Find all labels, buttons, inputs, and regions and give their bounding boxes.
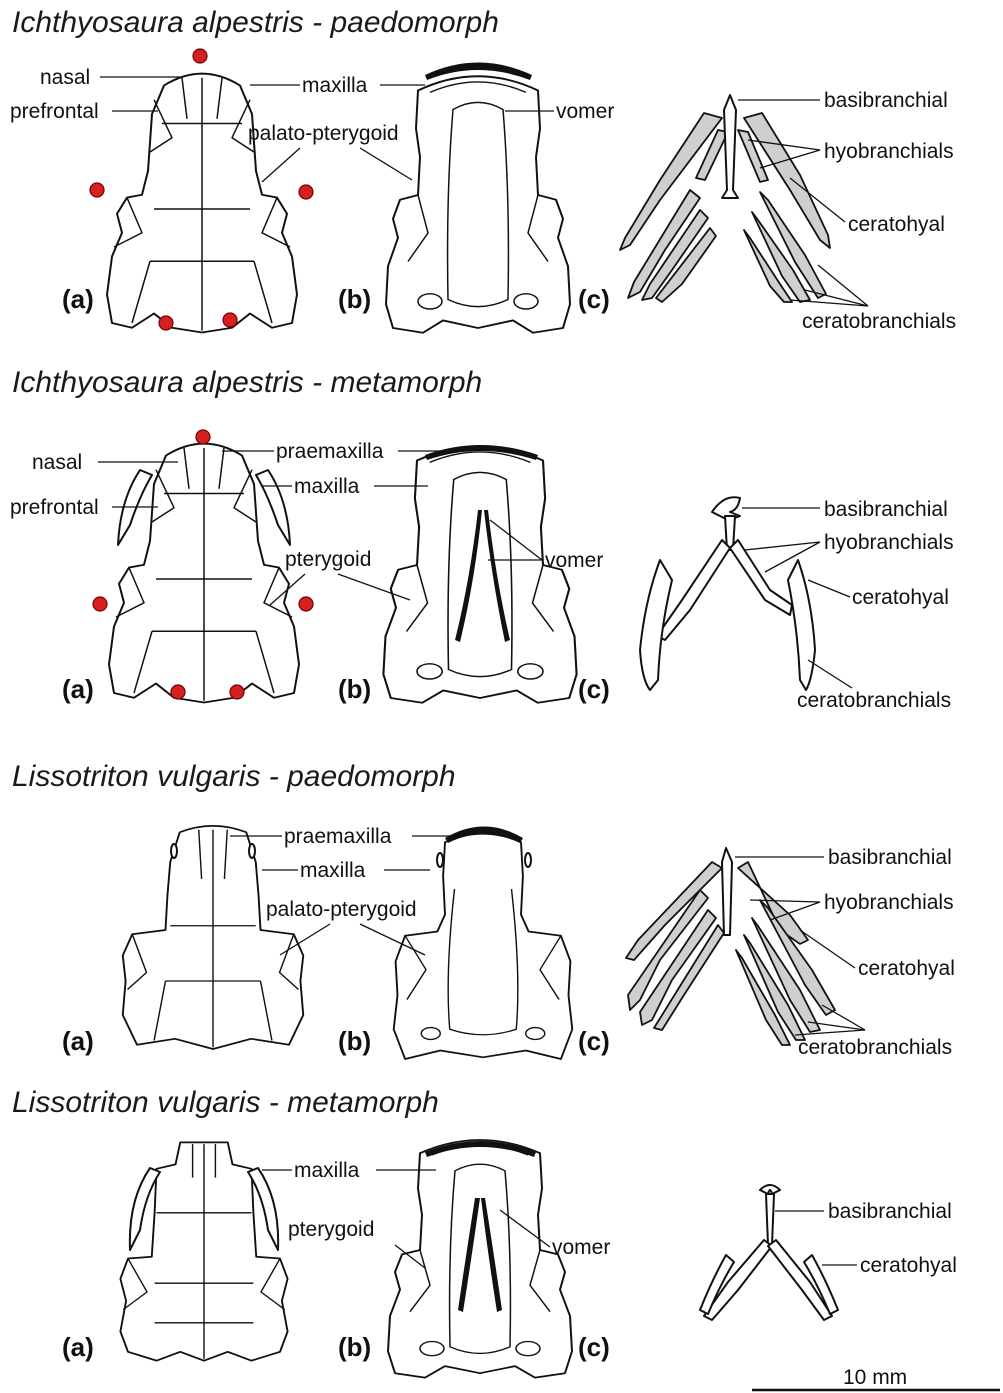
maxilla-bone [437, 853, 443, 867]
label-palato-pterygoid: palato-pterygoid [266, 898, 417, 921]
maxilla-bone [256, 470, 290, 545]
label-ceratohyal: ceratohyal [858, 957, 955, 980]
leader-line [795, 1030, 865, 1035]
panel-label-c: (c) [578, 674, 610, 704]
leader-line [800, 930, 855, 968]
skull-ventral-view [388, 1140, 572, 1378]
panel-label-b: (b) [338, 1332, 371, 1362]
panel-label-a: (a) [62, 284, 94, 314]
label-maxilla: maxilla [302, 74, 368, 97]
label-ceratohyal: ceratohyal [860, 1254, 957, 1277]
label-hyobranchials: hyobranchials [824, 140, 954, 163]
panel-label-b: (b) [338, 284, 371, 314]
leader-line [360, 148, 412, 180]
label-vomer: vomer [556, 100, 614, 123]
leader-line [822, 1005, 865, 1030]
label-vomer: vomer [545, 549, 603, 572]
hyobranchial-skeleton [626, 848, 835, 1045]
landmark-dot [299, 597, 313, 611]
label-ceratobranchials: ceratobranchials [798, 1036, 952, 1059]
label-maxilla: maxilla [300, 859, 366, 882]
hyobranchial-skeleton [640, 497, 815, 690]
label-basibranchial: basibranchial [824, 89, 948, 112]
skull-ventral-view [386, 76, 570, 333]
maxilla-bone [171, 844, 177, 858]
label-pterygoid: pterygoid [285, 548, 371, 571]
landmark-dot [223, 313, 237, 327]
leader-line [808, 660, 852, 688]
label-prefrontal: prefrontal [10, 496, 99, 519]
section-title: Lissotriton vulgaris - paedomorph [12, 760, 456, 793]
label-hyobranchials: hyobranchials [824, 891, 954, 914]
landmark-dot [93, 597, 107, 611]
label-ceratobranchials: ceratobranchials [802, 310, 956, 333]
skull-dorsal-view [123, 826, 304, 1049]
label-praemaxilla: praemaxilla [276, 440, 384, 463]
label-ceratohyal: ceratohyal [852, 586, 949, 609]
label-praemaxilla: praemaxilla [284, 825, 392, 848]
label-vomer: vomer [552, 1236, 610, 1259]
landmark-dot [171, 685, 185, 699]
leader-line [262, 148, 300, 182]
landmark-dot [196, 430, 210, 444]
leader-line [808, 580, 850, 597]
panel-label-c: (c) [578, 1026, 610, 1056]
hyobranchial-skeleton [700, 1185, 838, 1320]
label-maxilla: maxilla [294, 1159, 360, 1182]
panel-label-c: (c) [578, 284, 610, 314]
label-ceratobranchials: ceratobranchials [797, 689, 951, 712]
panel-label-a: (a) [62, 674, 94, 704]
panel-label-c: (c) [578, 1332, 610, 1362]
panel-label-b: (b) [338, 674, 371, 704]
label-ceratohyal: ceratohyal [848, 213, 945, 236]
section-title: Ichthyosaura alpestris - paedomorph [12, 6, 499, 39]
hyobranchial-skeleton [620, 95, 830, 302]
section-2: Ichthyosaura alpestris - metamorph (a) (… [10, 366, 954, 712]
landmark-dot [299, 185, 313, 199]
label-nasal: nasal [32, 451, 82, 474]
maxilla-bone [249, 844, 255, 858]
label-prefrontal: prefrontal [10, 100, 99, 123]
label-palato-pterygoid: palato-pterygoid [248, 122, 399, 145]
panel-label-a: (a) [62, 1332, 94, 1362]
label-nasal: nasal [40, 66, 90, 89]
panel-label-a: (a) [62, 1026, 94, 1056]
landmark-dot [90, 183, 104, 197]
label-hyobranchials: hyobranchials [824, 531, 954, 554]
scale-bar-label: 10 mm [843, 1366, 907, 1389]
maxilla-bone [525, 853, 531, 867]
landmark-dot [230, 685, 244, 699]
section-3: Lissotriton vulgaris - paedomorph [12, 760, 955, 1059]
label-basibranchial: basibranchial [824, 498, 948, 521]
skull-dorsal-view [107, 74, 297, 333]
panel-label-b: (b) [338, 1026, 371, 1056]
label-basibranchial: basibranchial [828, 846, 952, 869]
section-title: Ichthyosaura alpestris - metamorph [12, 366, 482, 399]
label-pterygoid: pterygoid [288, 1218, 374, 1241]
skull-ventral-view [383, 446, 576, 703]
section-1: Ichthyosaura alpestris - paedomorph [10, 6, 956, 333]
landmark-dot [159, 316, 173, 330]
skull-ventral-view [394, 834, 573, 1059]
section-title: Lissotriton vulgaris - metamorph [12, 1086, 439, 1119]
label-basibranchial: basibranchial [828, 1200, 952, 1223]
landmark-dot [193, 49, 207, 63]
section-4: Lissotriton vulgaris - metamorph (a) [12, 1086, 1000, 1390]
label-maxilla: maxilla [294, 475, 360, 498]
